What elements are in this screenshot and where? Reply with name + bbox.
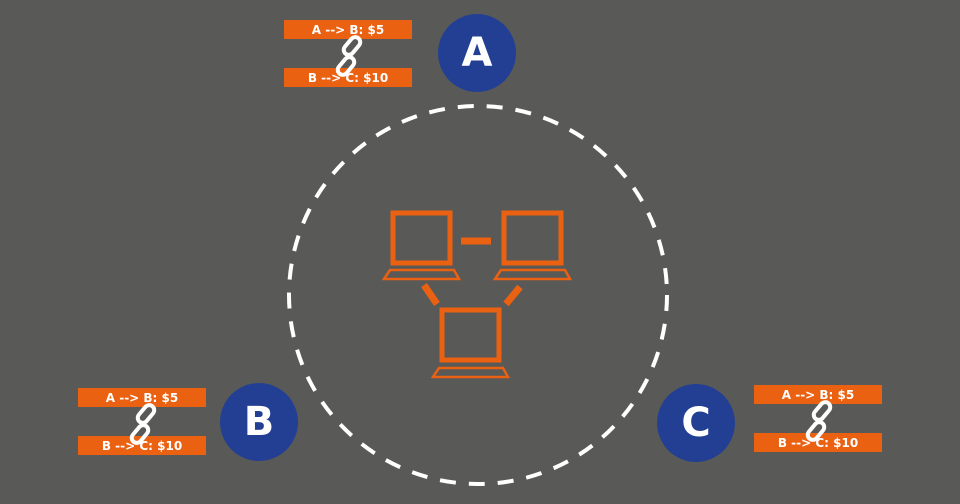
transaction-1: A --> B: $5 [284,20,412,39]
chain-link-icon [129,403,157,445]
chain-link-icon [805,400,833,442]
ledger-a: A --> B: $5 B --> C: $10 [284,20,412,93]
transaction-2: B --> C: $10 [78,436,206,455]
node-a: A [438,14,516,92]
transaction-1: A --> B: $5 [78,388,206,407]
chain-link-icon [335,35,363,77]
node-c: C [657,384,735,462]
node-b: B [220,383,298,461]
transaction-1: A --> B: $5 [754,385,882,404]
node-a-label: A [461,30,493,76]
transaction-2: B --> C: $10 [754,433,882,452]
node-c-label: C [681,400,711,446]
transaction-2: B --> C: $10 [284,68,412,87]
dashed-network-ring [287,104,669,486]
ledger-b: A --> B: $5 B --> C: $10 [78,388,206,461]
network-of-computers-icon [381,210,573,379]
node-b-label: B [243,399,275,445]
ledger-c: A --> B: $5 B --> C: $10 [754,385,882,458]
